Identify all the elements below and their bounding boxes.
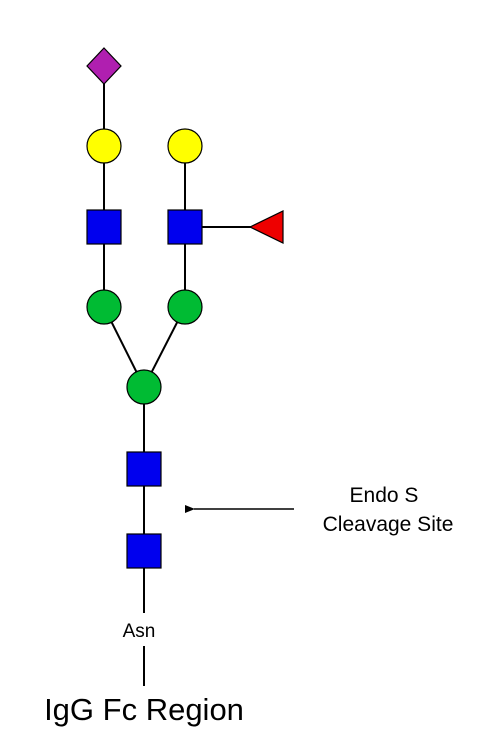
- galactose-left-circle: [86, 128, 122, 164]
- glcnac-left-square: [86, 209, 122, 245]
- sialic-acid-diamond: [86, 47, 122, 85]
- mannose-core-circle: [126, 369, 162, 405]
- cleavage-label-line2: Cleavage Site: [323, 513, 454, 536]
- glcnac-core-upper-square: [126, 451, 162, 487]
- asn-label: Asn: [123, 621, 156, 642]
- glcnac-core-lower-square: [126, 533, 162, 569]
- glcnac-right-square: [167, 209, 203, 245]
- galactose-right-circle: [167, 128, 203, 164]
- mannose-right-circle: [167, 289, 203, 325]
- fucose-triangle: [248, 210, 284, 244]
- mannose-left-circle: [86, 289, 122, 325]
- cleavage-label-line1: Endo S: [350, 484, 419, 507]
- glycan-residues: [86, 47, 284, 569]
- igg-fc-region-label: IgG Fc Region: [44, 692, 244, 727]
